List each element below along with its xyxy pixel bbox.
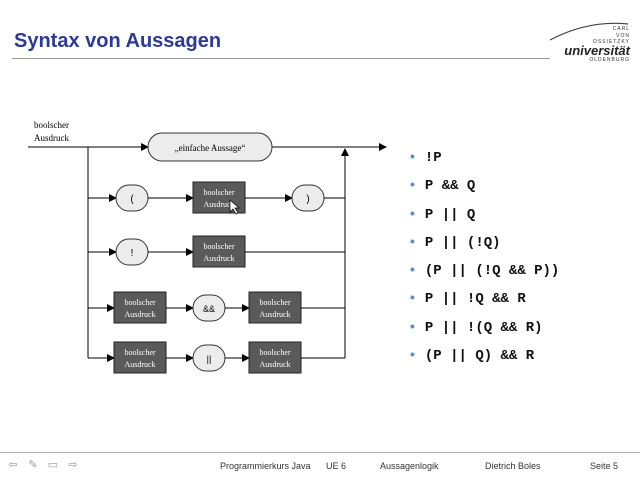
previous-arrow-icon[interactable]: ⇦: [8, 459, 18, 471]
bullet-icon: •: [410, 232, 415, 249]
example-text: (P || Q) && R: [424, 348, 535, 365]
bullet-icon: •: [410, 317, 415, 334]
nonterminal-branch3-right-line2: Ausdruck: [259, 310, 290, 319]
examples-list: • !P • P && Q • P || Q • P || (!Q) • (P || (!…: [410, 148, 559, 374]
example-text: !P: [424, 150, 442, 166]
nonterminal-branch2: [192, 235, 246, 268]
logo-line-4: universität: [564, 43, 630, 58]
nonterminal-branch2-line2: Ausdruck: [203, 254, 234, 263]
footer-course: Programmierkurs Java: [220, 461, 311, 471]
nonterminal-branch4-left-line2: Ausdruck: [124, 360, 155, 369]
nonterminal-branch1-line1: boolscher: [203, 188, 234, 197]
list-item: • P || !(Q && R): [410, 318, 559, 346]
footer-page: Seite 5: [590, 461, 619, 471]
example-text: P || !(Q && R): [424, 319, 543, 336]
example-text: P || (!Q): [424, 234, 501, 251]
bullet-icon: •: [410, 289, 415, 306]
logo-line-5: OLDENBURG: [589, 57, 630, 63]
bullet-icon: •: [410, 261, 415, 278]
open-paren-label: (: [130, 194, 134, 205]
simple-statement-label: „einfache Aussage“: [175, 143, 246, 153]
nonterminal-branch4-left-line1: boolscher: [124, 348, 155, 357]
nonterminal-branch3-left-line1: boolscher: [124, 298, 155, 307]
example-text: P && Q: [424, 178, 476, 195]
list-item: • P || !Q && R: [410, 289, 559, 317]
bullet-icon: •: [410, 148, 415, 164]
simple-statement-terminal: [147, 132, 273, 162]
list-item: • P && Q: [410, 176, 559, 204]
footer-unit: UE 6: [326, 461, 347, 471]
footer-topic: Aussagenlogik: [380, 461, 439, 471]
nonterminal-branch4-right: [248, 341, 302, 374]
nonterminal-branch1-line2: Ausdruck: [203, 200, 234, 209]
bullet-icon: •: [410, 176, 415, 193]
nonterminal-branch4-right-line1: boolscher: [259, 348, 290, 357]
nonterminal-branch4-left: [113, 341, 167, 374]
pen-icon[interactable]: ✎: [28, 459, 38, 471]
nonterminal-branch3-right-line1: boolscher: [259, 298, 290, 307]
page-title: Syntax von Aussagen: [14, 30, 222, 52]
slide-nav-toolbar: ⇦ ✎ ▭ ⇨: [6, 458, 80, 471]
footer-author: Dietrich Boles: [485, 461, 541, 471]
nonterminal-branch3-left-line2: Ausdruck: [124, 310, 155, 319]
example-text: P || Q: [424, 206, 476, 223]
nonterminal-branch2-line1: boolscher: [203, 242, 234, 251]
logo-swoosh: [549, 22, 629, 41]
bullet-icon: •: [410, 204, 415, 221]
bullet-icon: •: [410, 346, 415, 363]
university-logo: CARL VON OSSIETZKY universität OLDENBURG: [548, 20, 630, 66]
menu-icon[interactable]: ▭: [47, 459, 59, 471]
list-item: • (P || (!Q && P)): [410, 261, 559, 289]
nonterminal-branch3-right: [248, 291, 302, 324]
not-label: !: [131, 248, 134, 259]
close-paren-label: ): [306, 194, 309, 205]
logo-line-1: CARL: [612, 26, 630, 32]
next-arrow-icon[interactable]: ⇨: [68, 459, 78, 471]
list-item: • P || (!Q): [410, 233, 559, 261]
syntax-diagram: boolscher Ausdruck „einfache Aussage“ ( …: [28, 120, 387, 374]
footer-divider: [0, 452, 640, 453]
logo-line-2: VON: [616, 33, 630, 39]
mouse-cursor-icon: [229, 199, 240, 215]
and-label: &&: [203, 304, 215, 314]
list-item: • P || Q: [410, 205, 559, 233]
list-item: • !P: [410, 148, 559, 176]
diagram-start-label-2: Ausdruck: [34, 133, 69, 143]
or-label: ||: [207, 354, 212, 364]
example-text: (P || (!Q && P)): [424, 263, 560, 280]
title-divider: [12, 58, 550, 59]
example-text: P || !Q && R: [424, 291, 526, 308]
logo-line-3: OSSIETZKY: [592, 39, 630, 45]
diagram-start-label-1: boolscher: [34, 120, 69, 130]
nonterminal-branch3-left: [113, 291, 167, 324]
list-item: • (P || Q) && R: [410, 346, 559, 374]
nonterminal-branch4-right-line2: Ausdruck: [259, 360, 290, 369]
